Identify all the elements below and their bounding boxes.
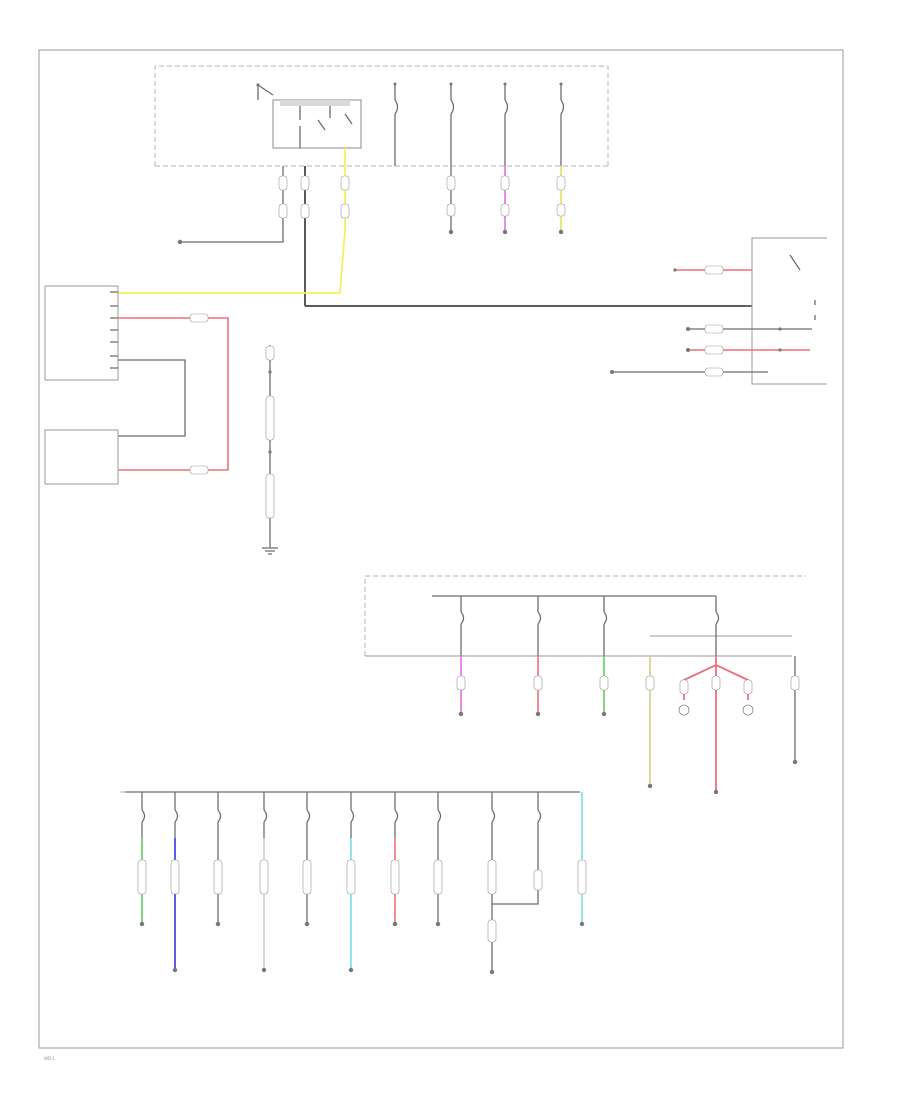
right-assembly [751, 237, 827, 385]
wire-right-black-2 [610, 305, 768, 373]
relay-contacts-top [299, 106, 353, 148]
fuse-drops-bottom [141, 792, 542, 838]
left-module-pins [110, 291, 118, 369]
fuse-block-top-outline [154, 65, 609, 166]
ground-column [262, 345, 278, 555]
fuse-drops-top [393, 82, 565, 166]
wire-relay-yellow [339, 148, 346, 294]
relay-box-top [272, 99, 362, 149]
left-module-lower [44, 429, 119, 485]
wire-black-loop [118, 359, 186, 437]
fuse-drops-middle [460, 596, 720, 656]
footer-code: WD-1 [44, 1056, 55, 1061]
wire-bot-4 [491, 838, 539, 970]
wire-red-loop [118, 317, 229, 471]
fuse-block-middle-outline [364, 575, 806, 656]
diagram-frame [38, 49, 844, 1049]
wire-left-ground [180, 236, 284, 243]
left-module-upper [44, 285, 119, 381]
